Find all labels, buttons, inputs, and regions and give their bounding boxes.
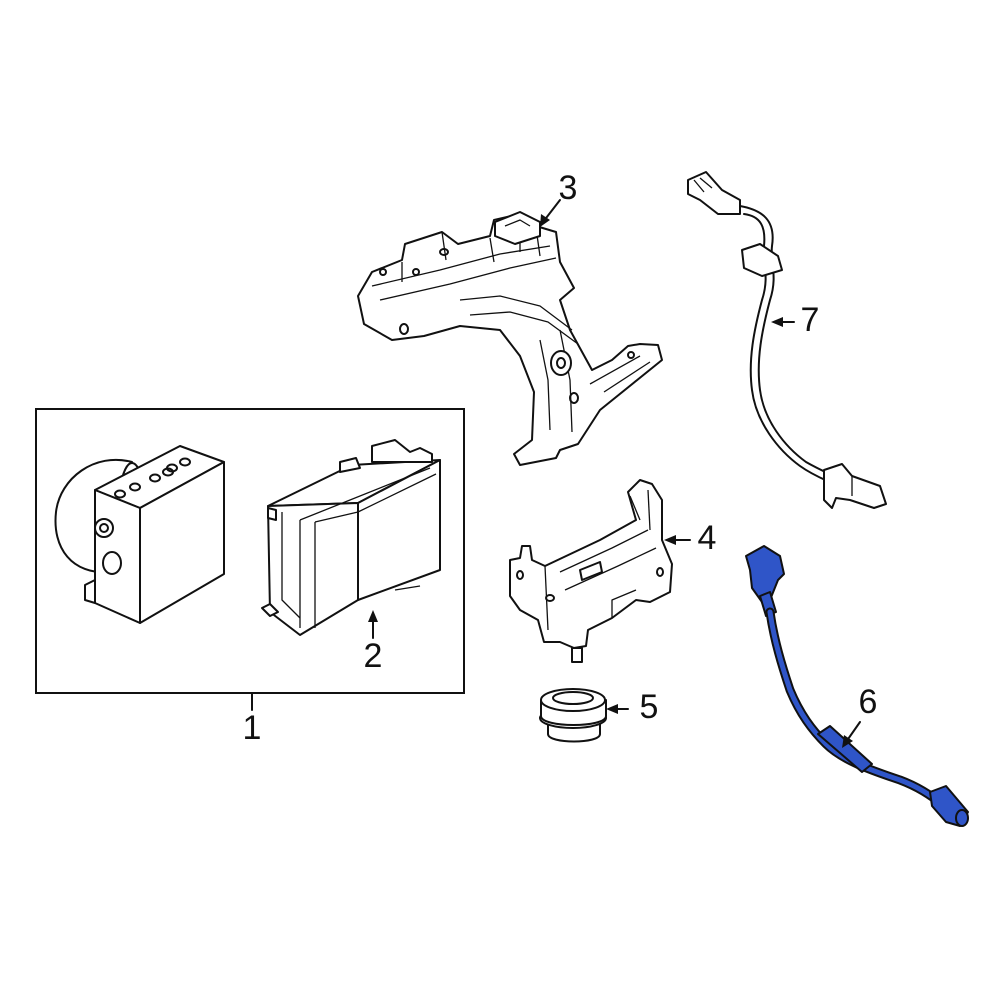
part-sensor-harness[interactable] [745, 545, 969, 827]
callout-3-arrowhead [540, 214, 550, 227]
callout-6-arrowhead [842, 735, 853, 748]
part-abs-control-module[interactable] [261, 439, 441, 636]
part-module-bracket[interactable] [509, 479, 673, 663]
callout-5-arrowhead [606, 704, 618, 714]
part-wheel-speed-sensor[interactable] [687, 171, 887, 509]
callout-6: 6 [859, 683, 878, 721]
callout-2: 2 [364, 637, 383, 675]
callout-1: 1 [243, 709, 262, 747]
assembly-group-box [35, 408, 465, 694]
callout-3: 3 [559, 169, 578, 207]
callout-4: 4 [698, 519, 717, 557]
callout-5: 5 [640, 688, 659, 726]
callout-7: 7 [801, 301, 820, 339]
callout-2-arrowhead [368, 610, 378, 622]
callout-4-arrowhead [664, 535, 676, 545]
callout-7-arrowhead [771, 317, 783, 327]
part-abs-hydraulic-unit[interactable] [54, 445, 225, 624]
part-mounting-bracket[interactable] [357, 211, 663, 466]
part-grommet[interactable] [539, 688, 607, 743]
